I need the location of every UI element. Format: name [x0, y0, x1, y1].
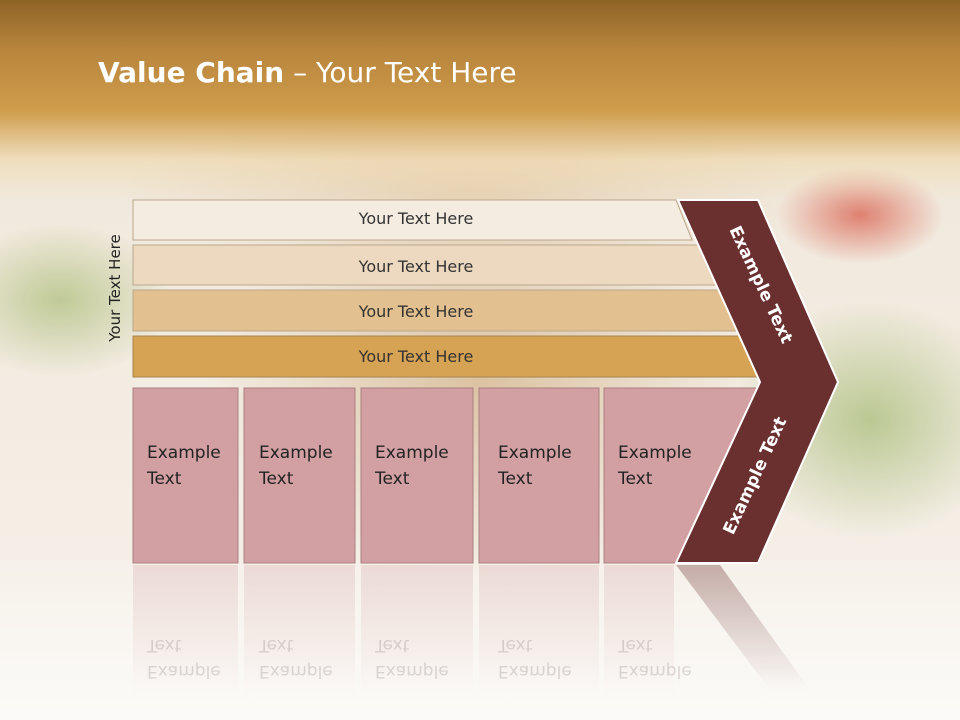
column-3-line2: Text — [375, 469, 410, 489]
title-rest: – Your Text Here — [284, 56, 517, 89]
column-2-line2: Text — [259, 469, 294, 489]
column-5-line2: Text — [618, 469, 653, 489]
column-reflection — [133, 565, 238, 695]
title-band — [0, 0, 960, 200]
column-1-reflection-label: Example Text — [147, 632, 221, 684]
bar-4-label: Your Text Here — [358, 347, 474, 366]
column-1 — [132, 387, 239, 564]
column-2-reflection-line1: Example — [259, 661, 333, 681]
column-reflection — [604, 565, 674, 695]
column-1-reflection-line1: Example — [147, 661, 221, 681]
column-5-line1: Example — [618, 443, 692, 463]
bar-1 — [132, 199, 693, 241]
title-bold: Value Chain — [98, 56, 285, 89]
column-1-line1: Example — [147, 443, 221, 463]
column-5-reflection-line1: Example — [618, 661, 692, 681]
column-3 — [360, 387, 474, 564]
column-4-reflection-label: Example Text — [498, 632, 572, 684]
chevron-arrow — [674, 199, 840, 564]
column-2 — [243, 387, 356, 564]
column-3-reflection-label: Example Text — [375, 632, 449, 684]
column-2-reflection-label: Example Text — [259, 632, 333, 684]
column-2-reflection-line2: Text — [259, 635, 294, 655]
column-5-reflection-label: Example Text — [618, 632, 692, 684]
column-4 — [478, 387, 600, 564]
column-3-reflection-line2: Text — [375, 635, 410, 655]
column-4-reflection-line2: Text — [498, 635, 533, 655]
column-4-line1: Example — [498, 443, 572, 463]
bar-1-label: Your Text Here — [358, 209, 474, 228]
column-5-label: Example Text — [618, 440, 692, 492]
column-4-reflection-line1: Example — [498, 661, 572, 681]
column-5-reflection-line2: Text — [618, 635, 653, 655]
column-1-label: Example Text — [147, 440, 221, 492]
column-4-line2: Text — [498, 469, 533, 489]
bar-2-label: Your Text Here — [358, 257, 474, 276]
slide-title: Value Chain – Your Text Here — [98, 56, 517, 89]
column-reflection — [361, 565, 473, 695]
column-reflection — [479, 565, 599, 695]
column-1-reflection-line2: Text — [147, 635, 182, 655]
column-4-label: Example Text — [498, 440, 572, 492]
column-3-line1: Example — [375, 443, 449, 463]
column-reflection — [244, 565, 355, 695]
column-3-reflection-line1: Example — [375, 661, 449, 681]
column-2-line1: Example — [259, 443, 333, 463]
column-1-line2: Text — [147, 469, 182, 489]
column-2-label: Example Text — [259, 440, 333, 492]
column-3-label: Example Text — [375, 440, 449, 492]
bar-3-label: Your Text Here — [358, 302, 474, 321]
arrow-reflection — [676, 565, 810, 690]
